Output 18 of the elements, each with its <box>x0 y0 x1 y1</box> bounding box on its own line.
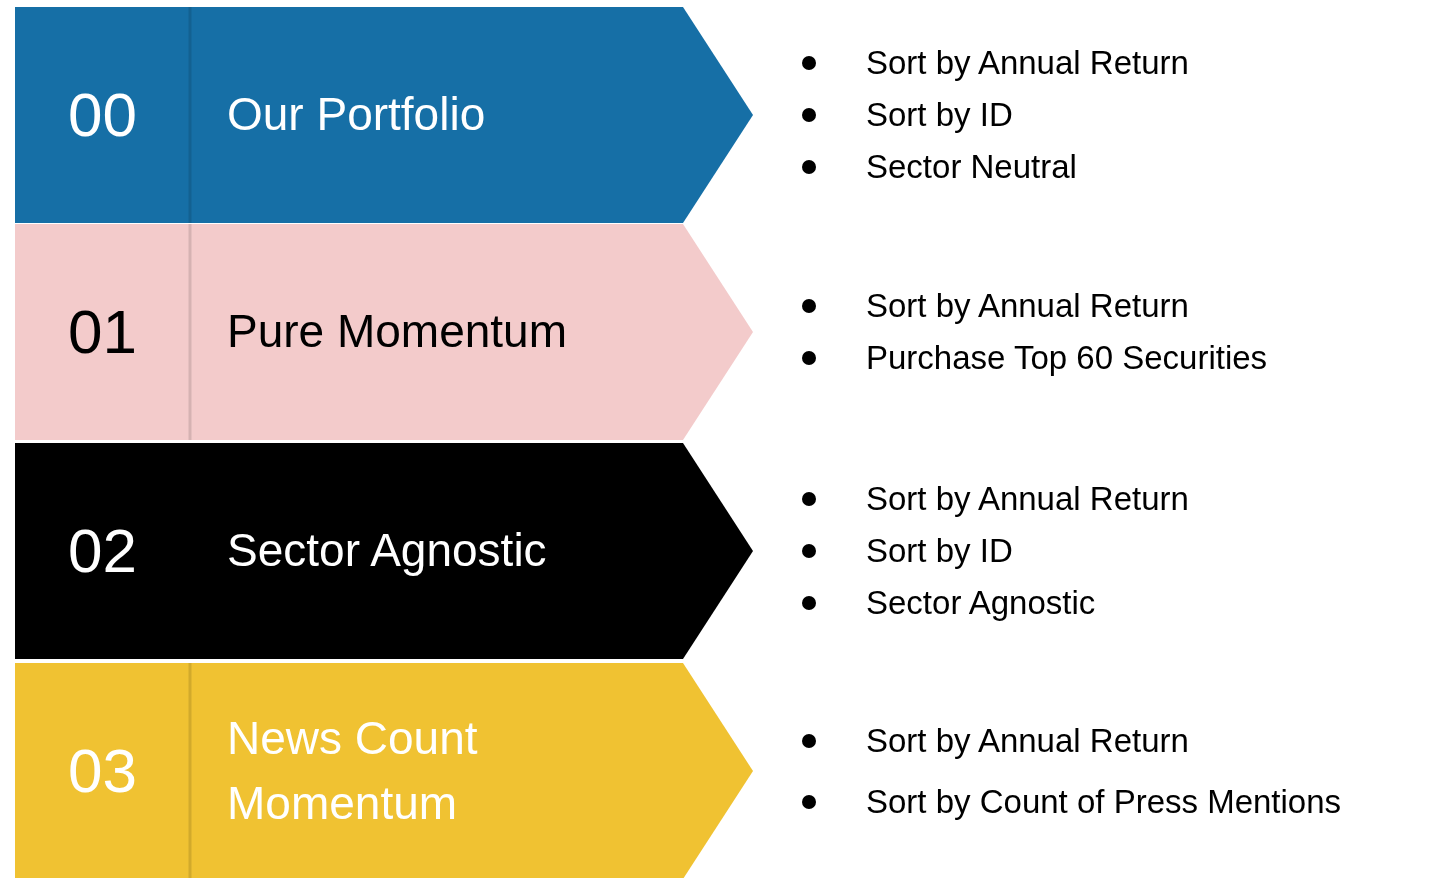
step-number: 02 <box>68 520 137 582</box>
step-number: 03 <box>68 740 137 802</box>
step-title: Pure Momentum <box>227 304 567 360</box>
bullet-text: Sort by Annual Return <box>866 721 1189 760</box>
step-number: 00 <box>68 84 137 146</box>
bullet-text: Sort by Annual Return <box>866 480 1189 518</box>
bullet-text: Sector Neutral <box>866 148 1077 186</box>
bullet-text: Purchase Top 60 Securities <box>866 339 1268 377</box>
step-number: 01 <box>68 301 137 363</box>
step-title: Our Portfolio <box>227 87 486 143</box>
bullet-text: Sector Agnostic <box>866 584 1096 622</box>
step-title: News Count Momentum <box>227 710 479 831</box>
bullet-text: Sort by ID <box>866 96 1013 134</box>
bullet-text: Sort by Annual Return <box>866 287 1189 325</box>
bullet-text: Sort by Annual Return <box>866 44 1189 82</box>
bullet-text: Sort by Count of Press Mentions <box>866 782 1342 821</box>
step-title: Sector Agnostic <box>227 523 547 579</box>
bullet-text: Sort by ID <box>866 532 1013 570</box>
